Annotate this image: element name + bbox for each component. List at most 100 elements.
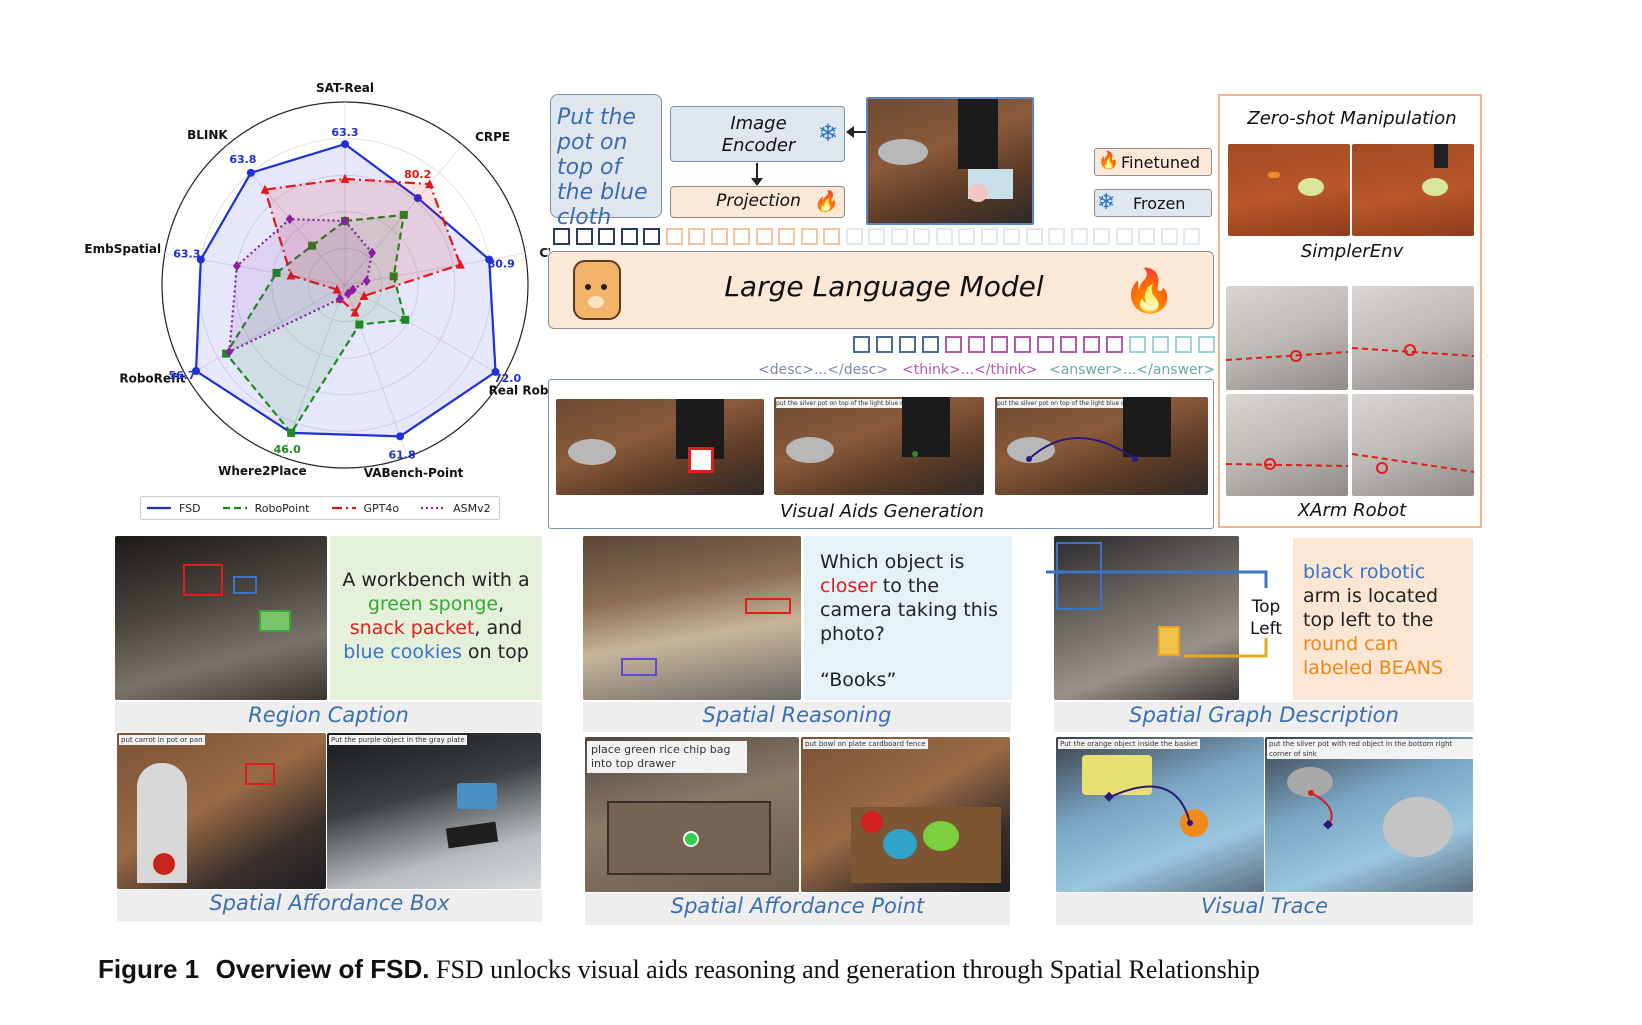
legend-label: GPT4o	[363, 501, 400, 515]
point-marker	[389, 272, 398, 281]
output-tag-desc: <desc>...</desc>	[758, 362, 888, 378]
point-marker	[396, 432, 405, 441]
xarm-label: XArm Robot	[1297, 500, 1407, 521]
token	[1037, 336, 1054, 353]
legend-item: ASMv2	[419, 502, 491, 515]
affordance-box-image-2: Put the purple object in the gray plate	[327, 733, 541, 889]
token	[710, 228, 728, 245]
arrow-head	[751, 178, 763, 186]
token	[991, 336, 1008, 353]
point-marker	[368, 247, 377, 258]
token	[958, 228, 975, 245]
spatial-reasoning-text: Which object is closer to the camera tak…	[804, 536, 1012, 700]
point-marker	[491, 367, 500, 376]
encoder-to-projection-arrow	[756, 163, 758, 181]
direction-label: Top Left	[1250, 597, 1282, 639]
frozen-label: Frozen	[1133, 194, 1186, 213]
point-marker	[308, 241, 317, 250]
token	[1014, 336, 1031, 353]
output-tag-think: <think>...</think>	[902, 362, 1038, 378]
spatial-graph-label: Spatial Graph Description	[1129, 703, 1399, 727]
point-marker	[286, 270, 296, 280]
affordance-point-image-1: place green rice chip bag into top drawe…	[585, 737, 799, 892]
radar-axis-labels: SAT-RealCRPECVBenchReal RobotVABench-Poi…	[84, 81, 550, 480]
visual-aid-point-image: put the silver pot on top of the light b…	[774, 397, 984, 495]
point-marker	[455, 259, 465, 269]
image-to-encoder-arrow	[854, 131, 866, 133]
point-marker	[196, 255, 205, 264]
value-label: 80.2	[404, 168, 431, 181]
token	[1083, 336, 1100, 353]
axis-label: VABench-Point	[364, 466, 464, 480]
visual-aid-box-image	[556, 399, 764, 495]
axis-label: RoboRefit	[119, 372, 186, 386]
token	[620, 228, 638, 245]
affordance-box-overlay-1: put carrot in pot or pan	[119, 735, 205, 745]
token	[755, 228, 773, 245]
text-fragment: blue cookies	[343, 641, 462, 663]
text-fragment: on top	[461, 641, 529, 663]
token	[868, 228, 885, 245]
image-encoder-box: Image Encoder ❄	[670, 106, 845, 162]
legend-item: FSD	[145, 502, 201, 515]
token	[665, 228, 683, 245]
token	[1152, 336, 1169, 353]
point-marker	[344, 288, 353, 299]
point-marker	[222, 349, 231, 358]
axis-label: BLINK	[187, 128, 228, 142]
llama-icon	[573, 260, 621, 320]
token	[1070, 228, 1088, 245]
point-marker	[485, 255, 494, 264]
grid-spoke	[226, 144, 346, 286]
visual-trace-image-2: put the silver pot with red object in th…	[1265, 737, 1473, 892]
figure-caption: Figure 1 Overview of FSD. FSD unlocks vi…	[98, 954, 1618, 985]
affordance-box-image-1: put carrot in pot or pan	[117, 733, 326, 889]
axis-label: EmbSpatial	[84, 242, 161, 256]
visual-aid-overlay: put the silver pot on top of the light b…	[776, 399, 916, 408]
token	[598, 228, 615, 245]
point-marker	[350, 307, 360, 317]
affordance-point-label: Spatial Affordance Point	[670, 894, 925, 918]
affordance-box-label: Spatial Affordance Box	[209, 891, 450, 915]
region-caption-bar	[115, 702, 542, 732]
manipulation-panel: Zero-shot Manipulation SimplerEnv XArm R…	[1218, 94, 1482, 528]
simplerenv-image-2	[1352, 144, 1474, 236]
point-marker	[425, 179, 435, 189]
simplerenv-image-1	[1228, 144, 1350, 236]
legend-label: RoboPoint	[254, 501, 310, 515]
point-marker	[341, 140, 349, 149]
legend-swatch	[421, 506, 446, 510]
token	[876, 336, 893, 353]
radar-legend: FSD RoboPoint GPT4o ASMv2	[140, 496, 500, 520]
value-label: 56.7	[168, 369, 195, 382]
token	[1115, 228, 1133, 245]
spatial-reasoning-label: Spatial Reasoning	[702, 703, 892, 727]
point-marker	[335, 293, 344, 304]
point-marker	[340, 173, 350, 183]
simplerenv-label: SimplerEnv	[1300, 241, 1404, 262]
legend-label: FSD	[179, 501, 201, 515]
token	[945, 336, 962, 353]
token	[853, 336, 870, 353]
point-marker	[401, 315, 410, 324]
affordance-box-bar	[117, 890, 542, 922]
text-fragment: round can labeled BEANS	[1303, 633, 1444, 679]
spatial-graph-direction: Top Left	[1244, 596, 1288, 640]
figure-title: Overview of FSD.	[215, 954, 430, 984]
token	[1160, 228, 1178, 245]
token	[1183, 228, 1200, 245]
spatial-graph-bar	[1054, 702, 1474, 732]
token	[688, 228, 705, 245]
token	[575, 228, 593, 245]
point-marker	[260, 184, 270, 194]
point-marker	[232, 260, 241, 271]
token	[968, 336, 985, 353]
token	[899, 336, 916, 353]
point-marker	[413, 194, 422, 203]
token	[643, 228, 660, 245]
token	[913, 228, 930, 245]
text-fragment: arm is located top left to the	[1303, 585, 1439, 631]
series-asmv2	[228, 217, 374, 354]
value-label: 63.8	[229, 153, 256, 166]
grid-spoke	[164, 252, 346, 286]
